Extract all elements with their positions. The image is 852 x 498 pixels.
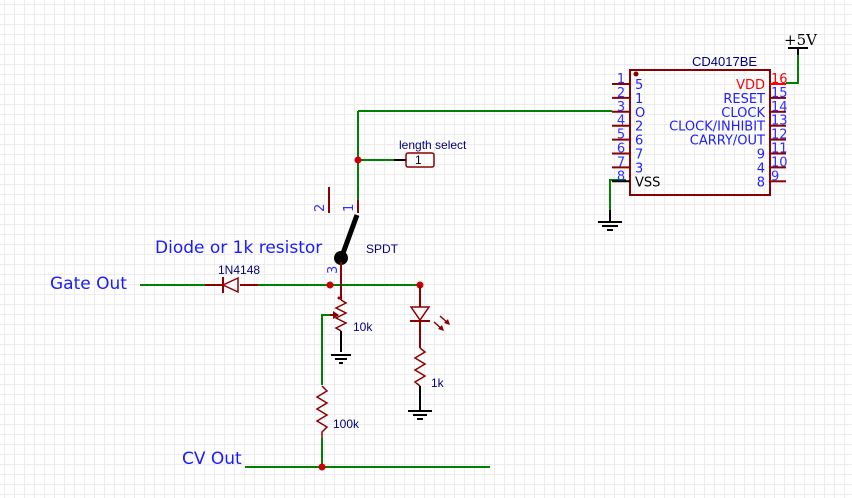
ic-pin-name: 7: [635, 148, 643, 163]
length-select-label: length select: [399, 138, 467, 152]
ic-pin-13[interactable]: 13 CLOCK/INHIBIT: [669, 114, 787, 135]
ic-pin-name: 3: [635, 161, 643, 176]
ic-pin-number: 9: [771, 169, 779, 184]
switch-pin3-label: 3: [326, 266, 341, 274]
ic-pin-14[interactable]: 14 CLOCK: [721, 100, 787, 121]
resistor-1k-zigzag: [413, 347, 427, 387]
ic-pin-11[interactable]: 11 9: [757, 142, 788, 163]
ic-pin-12[interactable]: 12 CARRY/OUT: [690, 128, 788, 149]
length-select-connector[interactable]: 1 length select: [394, 138, 467, 168]
diode-part-label: 1N4148: [218, 263, 260, 277]
ic-pin-10[interactable]: 10 4: [757, 155, 788, 176]
led[interactable]: [409, 285, 450, 348]
ic-pin-name: VDD: [736, 78, 765, 93]
ic-pin-name: CLOCK: [721, 106, 765, 121]
ic-pin-number: 7: [617, 155, 625, 170]
wire-wiper-100k[interactable]: [321, 314, 330, 385]
ic-pin-9[interactable]: 98: [757, 169, 786, 190]
ic-pin-name: 4: [757, 161, 765, 176]
ic-pin-name: O: [635, 106, 645, 121]
connector-pin-label: 1: [415, 153, 422, 167]
ic-body: [629, 69, 771, 196]
resistor-1k[interactable]: 1k: [408, 347, 445, 420]
ic-pin-15[interactable]: 15 RESET: [723, 86, 787, 107]
spdt-switch[interactable]: 1 2 3 SPDT: [313, 187, 399, 285]
ground-icon: [408, 410, 432, 420]
switch-lever[interactable]: [339, 214, 360, 257]
ic-pin-number: 16: [771, 72, 788, 87]
ic-pin-number: 10: [771, 155, 788, 170]
gate-out-label: Gate Out: [50, 274, 127, 294]
switch-pivot: [334, 251, 348, 265]
switch-pin1-label: 1: [342, 204, 357, 212]
ic-pin-number: 3: [617, 100, 625, 115]
diode-note-label: Diode or 1k resistor: [155, 238, 322, 258]
connector-box: [405, 152, 435, 168]
ic-name-label: CD4017BE: [692, 54, 757, 69]
wire-vss-ground[interactable]: [609, 179, 626, 210]
led-light-arrows-icon: [433, 315, 450, 331]
ic-pin-name: 9: [757, 148, 765, 163]
junction-cv-out: [318, 463, 326, 471]
ic-pin-name: CLOCK/INHIBIT: [669, 120, 765, 135]
ic-pin-name: 8: [757, 175, 765, 190]
power-5v-label: +5V: [784, 31, 818, 49]
ic-pin-number: 12: [771, 128, 788, 143]
power-5v: +5V: [784, 31, 818, 55]
junction-length-select: [354, 156, 362, 164]
ic-pin-name: 6: [635, 134, 643, 149]
resistor-100k-zigzag: [315, 385, 329, 438]
ic-pin-number: 1: [617, 72, 625, 87]
pot-pin-dot: [337, 296, 341, 300]
ground-icon: [598, 210, 622, 231]
ic-pin-name: RESET: [723, 92, 765, 107]
potentiometer-10k[interactable]: 10k: [330, 285, 373, 364]
switch-pin2-label: 2: [313, 204, 328, 212]
ic-pin-number: 11: [771, 142, 788, 157]
ic-pin-name: CARRY/OUT: [690, 134, 765, 149]
resistor-1k-label: 1k: [431, 376, 445, 390]
ic-pin-number: 5: [617, 128, 625, 143]
pot-zigzag: [334, 299, 348, 332]
led-triangle-icon: [409, 306, 431, 322]
ic-pin-name: 2: [635, 120, 643, 135]
ic-pin-name: 5: [635, 78, 643, 93]
ic-pin-number: 6: [617, 142, 625, 157]
ic-pin-number: 15: [771, 86, 788, 101]
ic-pin-number: 14: [771, 100, 788, 115]
ic-pin-8[interactable]: 8 VSS: [612, 169, 660, 190]
ic-pin-16[interactable]: 16 VDD: [736, 72, 787, 93]
ground-icon: [331, 354, 351, 364]
resistor-100k[interactable]: 100k: [315, 385, 360, 438]
diode-triangle-icon: [221, 276, 239, 294]
wires: [140, 55, 799, 468]
pot-wiper-arrow-icon: [333, 311, 339, 319]
ic-pin-name: 1: [635, 92, 643, 107]
resistor-100k-label: 100k: [333, 417, 360, 431]
ic-right-pins: 16 VDD 15 RESET 14 CLOCK 13 CLOCK/INHIBIT 12 CARR…: [669, 72, 787, 190]
ic-pin-number: 8: [617, 169, 625, 184]
ic-pin-number: 13: [771, 114, 788, 129]
junction-switch-common: [326, 281, 334, 289]
wire-vdd-5v[interactable]: [786, 55, 799, 84]
switch-part-label: SPDT: [366, 242, 399, 256]
ic-pin1-marker: [633, 71, 639, 77]
ic-pin-number: 2: [617, 86, 625, 101]
pot-value-label: 10k: [353, 320, 373, 334]
ic-pin-name: VSS: [635, 175, 660, 190]
ic-pin-number: 4: [617, 114, 625, 129]
cv-out-label: CV Out: [182, 449, 242, 469]
diode-1n4148[interactable]: 1N4148: [205, 263, 260, 294]
